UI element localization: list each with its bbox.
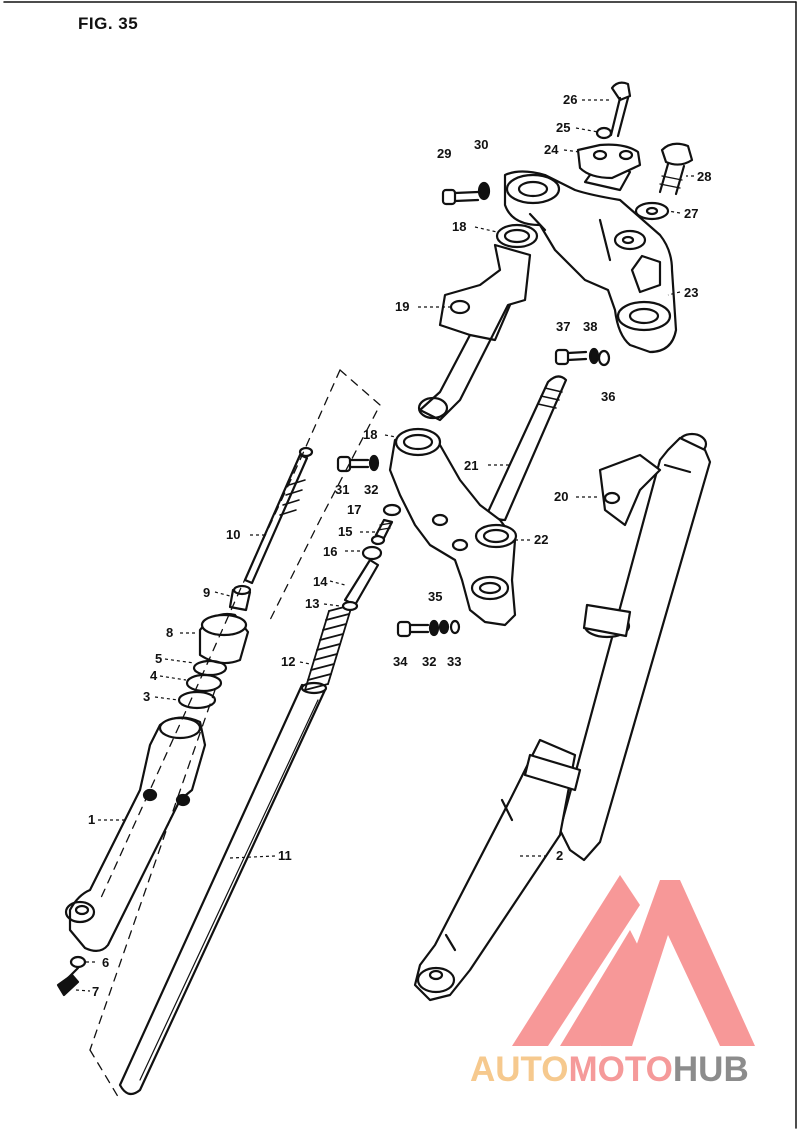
bearing-18-upper-inner [503,228,531,244]
callout-3: 3 [143,689,151,704]
callout-12: 12 [281,654,296,669]
callout-4: 4 [150,668,158,683]
spring-12 [304,604,353,691]
callout-13: 13 [305,596,320,611]
washer-30 [477,181,491,201]
right-fork-2 [413,432,712,1002]
callout-37: 37 [556,319,571,334]
callout-29: 29 [437,146,452,161]
callout-38: 38 [583,319,598,334]
watermark-auto: AUTO [470,1050,569,1089]
callout-34: 34 [393,654,408,669]
callout-35: 35 [428,589,443,604]
callout-30: 30 [474,137,489,152]
callout-5: 5 [155,651,163,666]
callout-28: 28 [697,169,712,184]
washer-36 [597,349,611,367]
callout-17: 17 [347,502,362,517]
callout-24: 24 [544,142,559,157]
callout-26: 26 [563,92,578,107]
callout-19: 19 [395,299,410,314]
leader-lines [75,99,694,992]
bolt-37 [554,348,588,366]
ring-3 [177,690,217,710]
washer-27-hole [645,206,659,216]
bolt-29 [441,188,480,206]
washer-27 [634,201,670,221]
bolt-7 [56,966,80,997]
inner-tube-11 [118,681,328,1096]
watermark-text: AUTOMOTOHUB [470,1050,749,1090]
watermark-moto: MOTO [568,1050,673,1089]
callout-9: 9 [203,585,211,600]
upper-bracket [503,143,678,354]
callout-14: 14 [313,574,328,589]
callout-31: 31 [335,482,350,497]
callout-18-upper: 18 [452,219,467,234]
washer-35 [438,619,450,635]
washer-6 [69,955,87,969]
callout-11: 11 [278,848,292,863]
washer-25 [595,126,613,140]
callout-36: 36 [601,389,616,404]
logo-stroke-mid [560,930,648,1046]
callout-2: 2 [556,848,564,863]
ring-5 [192,659,228,677]
callout-21: 21 [464,458,479,473]
callout-7: 7 [92,984,100,999]
lower-bracket-22 [388,427,518,627]
washer-32-upper [368,454,380,472]
figure-label: FIG. 35 [78,14,139,33]
logo-stroke-right [600,880,755,1046]
callout-22: 22 [534,532,549,547]
callout-1: 1 [88,812,96,827]
outer-tube-1 [64,716,207,952]
bolt-26 [609,81,632,138]
logo-stroke-left [512,875,640,1046]
assembly-guide-lines [89,369,381,1101]
callout-32-upper: 32 [364,482,379,497]
callout-8: 8 [166,625,174,640]
callout-15: 15 [338,524,353,539]
bolt-31 [336,455,370,473]
bearing-18-upper [495,223,539,249]
cover-8 [198,612,250,665]
callout-32-lower: 32 [422,654,437,669]
watermark-hub: HUB [672,1050,749,1089]
callout-25: 25 [556,120,571,135]
washer-33 [449,619,461,635]
callout-18-lower: 18 [363,427,378,442]
callout-10: 10 [226,527,241,542]
rod-14 [341,503,402,612]
bolt-28 [658,142,694,196]
callout-6: 6 [102,955,110,970]
cap-9 [228,584,252,612]
washer-32-lower [428,619,440,637]
callout-20: 20 [554,489,569,504]
callout-33: 33 [447,654,462,669]
bolt-34 [396,620,430,638]
callout-23: 23 [684,285,699,300]
watermark-logo [512,875,755,1046]
damper-rod-10 [243,446,314,585]
ring-4 [185,673,223,693]
callout-27: 27 [684,206,699,221]
bracket-19 [417,243,532,422]
callout-16: 16 [323,544,338,559]
washer-38 [588,347,600,365]
